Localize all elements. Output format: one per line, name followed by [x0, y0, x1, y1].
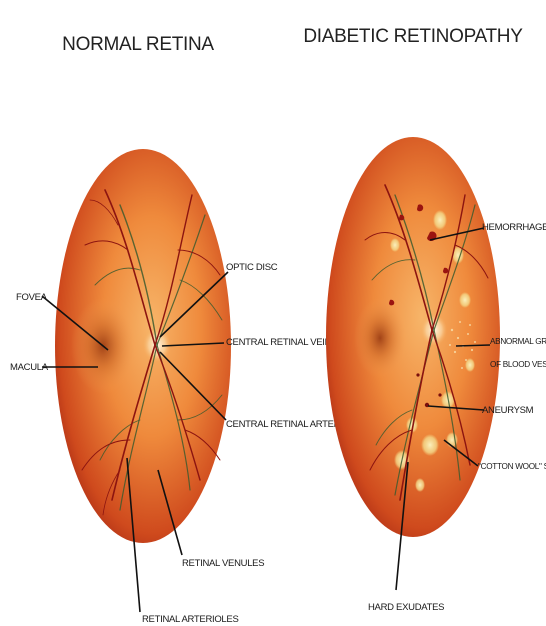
abnormal-growth-label-line1: ABNORMAL GROWTH	[490, 337, 546, 346]
normal-retina-title: NORMAL RETINA	[62, 34, 214, 55]
diabetic-retina-fundus	[326, 137, 500, 537]
retinal-arterioles-label: RETINAL ARTERIOLES	[142, 614, 239, 625]
central-retinal-artery-label: CENTRAL RETINAL ARTERY	[226, 419, 347, 430]
fovea-label: FOVEA	[16, 292, 48, 303]
central-retinal-vein-label: CENTRAL RETINAL VEIN	[226, 337, 332, 348]
aneurysm-label: ANEURYSM	[482, 405, 534, 416]
macula-label: MACULA	[10, 362, 49, 373]
abnormal-growth-leader	[456, 345, 490, 346]
retinal-venules-label: RETINAL VENULES	[182, 558, 264, 569]
diabetic-macula	[354, 298, 406, 378]
optic-disc-label: OPTIC DISC	[226, 262, 278, 273]
normal-retina: FOVEA MACULA OPTIC DISC CENTRAL RETINAL …	[10, 149, 347, 625]
hard-exudates-label: HARD EXUDATES	[368, 602, 444, 613]
diabetic-retina: HEMORRHAGES ABNORMAL GROWTH OF BLOOD VES…	[326, 137, 546, 613]
hemorrhages-label: HEMORRHAGES	[482, 222, 546, 233]
diabetic-retinopathy-title: DIABETIC RETINOPATHY	[303, 26, 523, 47]
abnormal-growth-label-line2: OF BLOOD VESSELS	[490, 360, 546, 369]
cotton-wool-spots-label: "COTTON WOOL" SPOTS	[478, 462, 546, 471]
